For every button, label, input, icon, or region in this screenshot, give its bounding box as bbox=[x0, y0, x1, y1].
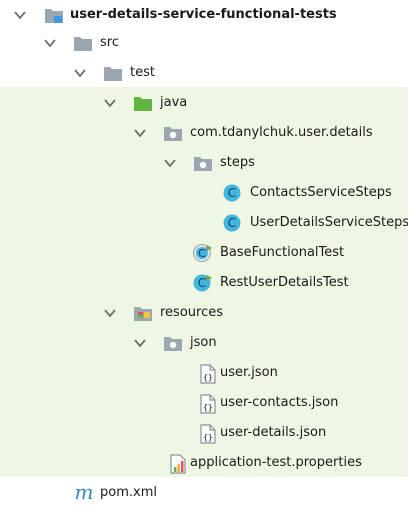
tree-row-base-functional-test[interactable]: C BaseFunctionalTest bbox=[0, 238, 408, 268]
svg-text:{}: {} bbox=[203, 403, 213, 412]
abstract-test-class-icon: C bbox=[193, 244, 212, 262]
json-file-icon: {} bbox=[199, 424, 217, 444]
tree-row-json-folder[interactable]: json bbox=[0, 328, 408, 358]
tree-row-user-details-json[interactable]: {} user-details.json bbox=[0, 418, 408, 448]
tree-row-java[interactable]: java bbox=[0, 88, 408, 118]
svg-text:m: m bbox=[75, 482, 94, 504]
chevron-down-icon[interactable] bbox=[103, 96, 117, 110]
tree-row-steps[interactable]: steps bbox=[0, 148, 408, 178]
test-class-icon: C bbox=[193, 274, 212, 292]
chevron-down-icon[interactable] bbox=[163, 156, 177, 170]
tree-row-test[interactable]: test bbox=[0, 58, 408, 88]
svg-text:C: C bbox=[228, 186, 236, 200]
chevron-down-icon[interactable] bbox=[13, 8, 27, 22]
tree-row-root[interactable]: user-details-service-functional-tests bbox=[0, 0, 408, 30]
tree-row-label: src bbox=[100, 35, 119, 50]
svg-text:{}: {} bbox=[203, 433, 213, 442]
json-file-icon: {} bbox=[199, 394, 217, 414]
svg-text:C: C bbox=[198, 247, 206, 260]
tree-row-label: resources bbox=[160, 305, 224, 320]
tree-row-label: user-contacts.json bbox=[220, 395, 339, 410]
tree-row-rest-user-details-test[interactable]: C RestUserDetailsTest bbox=[0, 268, 408, 298]
tree-row-user-json[interactable]: {} user.json bbox=[0, 358, 408, 388]
tree-row-label: BaseFunctionalTest bbox=[220, 245, 345, 260]
chevron-down-icon[interactable] bbox=[133, 336, 147, 350]
tree-row-label: RestUserDetailsTest bbox=[220, 275, 349, 290]
tree-row-application-test-properties[interactable]: application-test.properties bbox=[0, 448, 408, 478]
tree-row-label: ContactsServiceSteps bbox=[250, 185, 392, 200]
tree-row-user-contacts-json[interactable]: {} user-contacts.json bbox=[0, 388, 408, 418]
maven-icon: m bbox=[73, 482, 95, 504]
tree-row-label: pom.xml bbox=[100, 485, 157, 500]
tree-row-label: user-details-service-functional-tests bbox=[70, 7, 337, 22]
tree-row-label: user-details.json bbox=[220, 425, 327, 440]
module-folder-icon bbox=[44, 6, 63, 24]
folder-icon bbox=[163, 334, 182, 352]
tree-row-label: com.tdanylchuk.user.details bbox=[190, 125, 373, 140]
json-file-icon: {} bbox=[199, 364, 217, 384]
package-icon bbox=[163, 124, 182, 142]
package-icon bbox=[193, 154, 212, 172]
tree-row-label: UserDetailsServiceSteps bbox=[250, 215, 408, 230]
chevron-down-icon[interactable] bbox=[103, 306, 117, 320]
tree-row-label: application-test.properties bbox=[190, 455, 362, 470]
svg-text:{}: {} bbox=[203, 373, 213, 382]
tree-row-label: user.json bbox=[220, 365, 278, 380]
tree-row-contacts-service-steps[interactable]: C ContactsServiceSteps bbox=[0, 178, 408, 208]
folder-icon bbox=[103, 64, 122, 82]
svg-text:C: C bbox=[198, 276, 206, 290]
chevron-down-icon[interactable] bbox=[133, 126, 147, 140]
test-sources-folder-icon bbox=[133, 94, 152, 112]
folder-icon bbox=[73, 34, 92, 52]
svg-text:C: C bbox=[228, 216, 236, 230]
class-icon: C bbox=[223, 214, 241, 232]
tree-row-pom-xml[interactable]: m pom.xml bbox=[0, 478, 408, 508]
tree-row-src[interactable]: src bbox=[0, 28, 408, 58]
chevron-down-icon[interactable] bbox=[73, 66, 87, 80]
tree-row-package[interactable]: com.tdanylchuk.user.details bbox=[0, 118, 408, 148]
tree-row-label: java bbox=[160, 95, 188, 110]
tree-row-label: test bbox=[130, 65, 155, 80]
tree-row-label: json bbox=[190, 335, 217, 350]
class-icon: C bbox=[223, 184, 241, 202]
test-resources-folder-icon bbox=[133, 304, 152, 322]
properties-file-icon bbox=[169, 454, 187, 474]
tree-row-resources[interactable]: resources bbox=[0, 298, 408, 328]
tree-row-label: steps bbox=[220, 155, 255, 170]
tree-row-user-details-service-steps[interactable]: C UserDetailsServiceSteps bbox=[0, 208, 408, 238]
chevron-down-icon[interactable] bbox=[43, 36, 57, 50]
